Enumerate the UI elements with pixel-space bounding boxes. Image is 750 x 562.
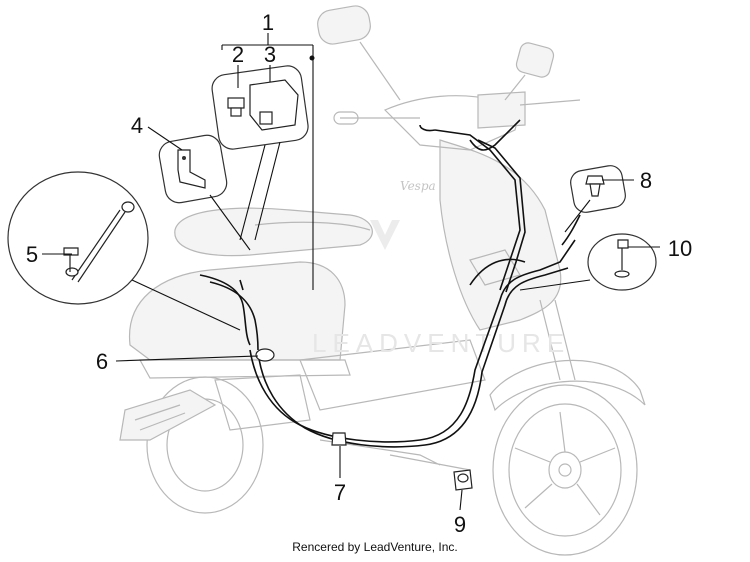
module-part — [249, 79, 299, 131]
callout-10: 10 — [668, 236, 692, 261]
fuse-part — [227, 97, 245, 117]
callout-2: 2 — [232, 42, 244, 67]
inset-part-5 — [7, 171, 241, 331]
callout-1: 1 — [262, 10, 274, 35]
svg-text:LEADVENTURE: LEADVENTURE — [312, 328, 570, 358]
callout-labels: 1 2 3 4 5 6 7 8 9 10 — [26, 10, 692, 537]
callout-7: 7 — [334, 480, 346, 505]
clip-part-9 — [453, 469, 473, 491]
leader-lines — [42, 33, 660, 511]
clip-part-7 — [331, 432, 347, 446]
inset-part-10 — [519, 233, 657, 291]
svg-text:Vespa: Vespa — [400, 179, 436, 193]
callout-9: 9 — [454, 512, 466, 537]
inset-part-4 — [158, 134, 251, 251]
scooter-outline: Vespa — [119, 5, 646, 556]
clip-part-6 — [255, 348, 275, 362]
callout-8: 8 — [640, 168, 652, 193]
inset-part-8 — [564, 165, 626, 233]
callout-3: 3 — [264, 42, 276, 67]
callout-6: 6 — [96, 349, 108, 374]
inset-part-2-3 — [211, 65, 309, 241]
callout-4: 4 — [131, 113, 143, 138]
wiring-harness — [199, 119, 581, 448]
callout-5: 5 — [26, 242, 38, 267]
footer-credit: Rencered by LeadVenture, Inc. — [292, 540, 458, 554]
watermark: LEADVENTURE — [312, 220, 570, 358]
